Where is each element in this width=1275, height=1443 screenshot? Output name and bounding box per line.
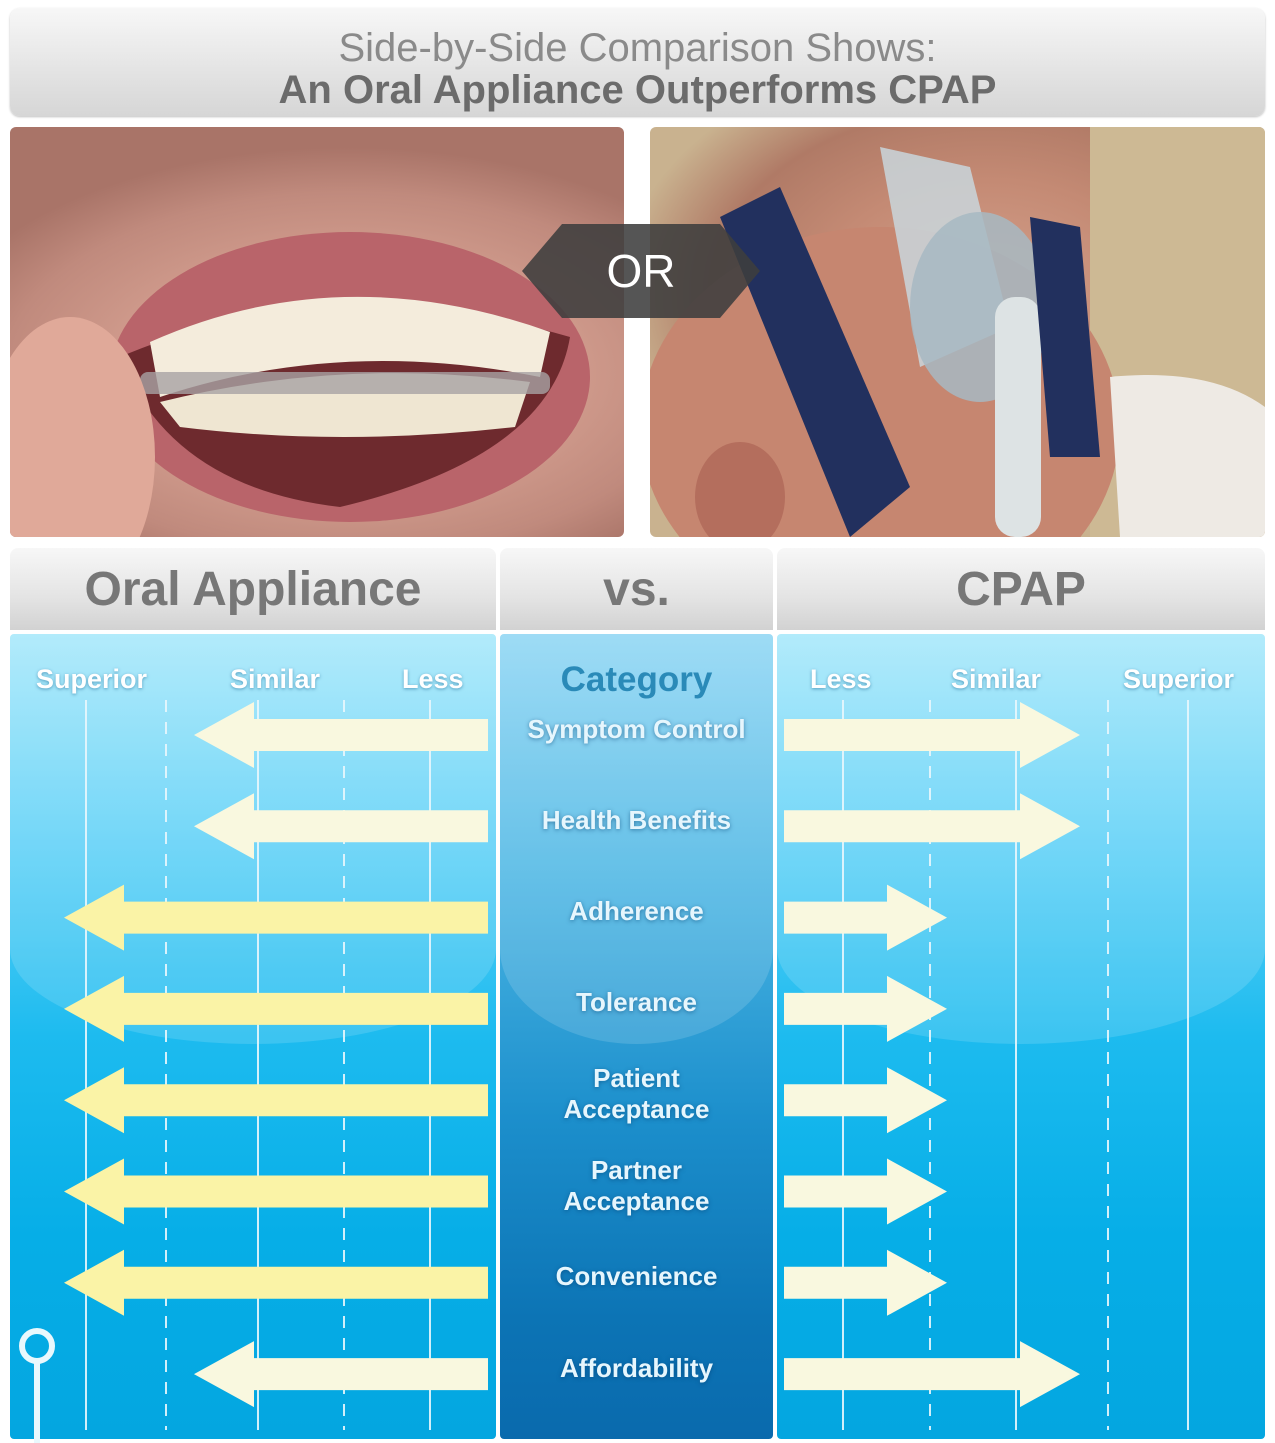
scale-label-left-superior: Superior: [36, 664, 148, 694]
header-oral-appliance: Oral Appliance: [10, 548, 496, 630]
or-badge: [522, 224, 760, 318]
scale-label-right-superior: Superior: [1123, 664, 1235, 694]
category-label: Health Benefits: [500, 805, 773, 836]
category-label-line: Acceptance: [563, 1185, 710, 1216]
arrow-cpap-3: [784, 975, 947, 1042]
scale-label-right-similar: Similar: [951, 664, 1042, 694]
arrow-cpap-5: [784, 1158, 947, 1225]
category-label-line: Acceptance: [563, 1094, 710, 1125]
title-line-2: An Oral Appliance Outperforms CPAP: [278, 68, 997, 112]
header-vs: vs.: [500, 548, 773, 630]
category-label-line: Partner: [590, 1154, 683, 1185]
pin-marker-icon: [19, 1328, 55, 1443]
header-vs-label: vs.: [603, 563, 670, 616]
scale-label-left-less: Less: [402, 664, 464, 694]
title-line-1: Side-by-Side Comparison Shows:: [338, 26, 937, 70]
category-label-line: Affordability: [559, 1352, 714, 1383]
arrow-cpap-6: [784, 1249, 947, 1316]
arrow-oral-appliance-7: [194, 1341, 488, 1408]
header-oral-appliance-label: Oral Appliance: [84, 563, 422, 616]
arrow-oral-appliance-5: [64, 1158, 488, 1225]
arrow-cpap-2: [784, 884, 947, 951]
category-panel: [500, 634, 773, 1439]
or-label: OR: [606, 245, 676, 297]
arrow-oral-appliance-4: [64, 1067, 488, 1134]
category-label-line: Health Benefits: [541, 804, 732, 835]
scale-label-left-similar: Similar: [230, 664, 321, 694]
arrow-cpap-1: [784, 793, 1080, 860]
oral-appliance-photo: [10, 127, 624, 537]
arrow-cpap-0: [784, 702, 1080, 768]
oral-appliance-panel: [10, 634, 496, 1439]
oral-appliance-illustration: [10, 232, 590, 537]
category-label-line: Adherence: [569, 896, 704, 927]
cpap-photo: [650, 127, 1265, 537]
cpap-illustration: [650, 127, 1265, 537]
header-cpap: CPAP: [777, 548, 1265, 630]
category-label: Adherence: [500, 896, 773, 927]
arrow-oral-appliance-1: [194, 793, 488, 860]
category-header: Category: [560, 660, 713, 699]
arrow-oral-appliance-2: [64, 884, 488, 951]
category-label-line: Patient: [593, 1063, 680, 1094]
title-banner: Side-by-Side Comparison Shows: An Oral A…: [10, 8, 1265, 116]
category-label: Tolerance: [500, 987, 773, 1018]
arrow-oral-appliance-3: [64, 975, 488, 1042]
category-label: Symptom Control: [500, 714, 773, 745]
arrow-oral-appliance-0: [194, 702, 488, 768]
arrow-cpap-4: [784, 1067, 947, 1134]
header-cpap-label: CPAP: [956, 563, 1086, 616]
category-label-line: Tolerance: [576, 987, 697, 1018]
scale-label-right-less: Less: [810, 664, 872, 694]
category-label-line: Symptom Control: [527, 713, 746, 744]
category-label: Convenience: [500, 1261, 773, 1292]
arrow-cpap-7: [784, 1341, 1080, 1408]
category-label: Affordability: [500, 1353, 773, 1384]
category-label-line: Convenience: [555, 1261, 718, 1292]
arrow-oral-appliance-6: [64, 1249, 488, 1316]
